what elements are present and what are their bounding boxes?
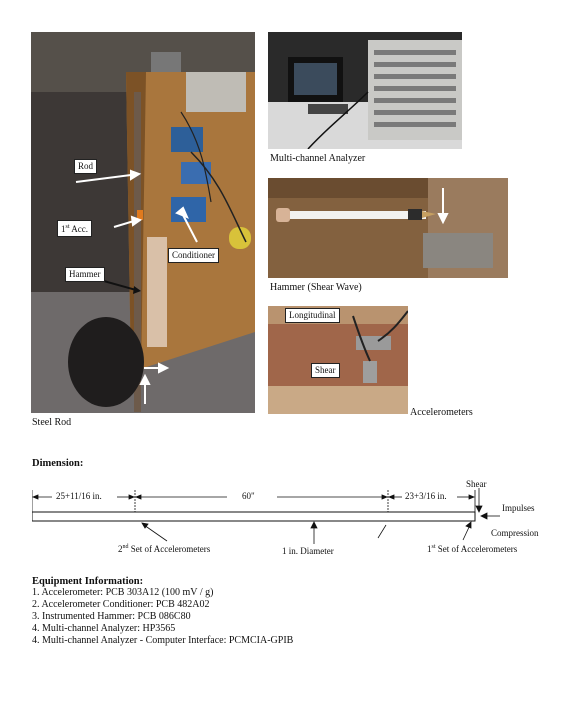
- rod-dimension-drawing: [31, 488, 500, 544]
- accelerometers-caption: Accelerometers: [410, 407, 473, 418]
- rod-label: Rod: [74, 159, 98, 174]
- impulses-text: Impulses: [502, 503, 535, 513]
- analyzer-caption: Multi-channel Analyzer: [270, 153, 366, 164]
- hammer-scene: [268, 178, 508, 278]
- hammer-label: Hammer: [65, 267, 105, 282]
- shear-label: Shear: [311, 363, 340, 378]
- analyzer-scene: [268, 32, 462, 149]
- equipment-section: Equipment Information: 1. Accelerometer:…: [32, 576, 293, 647]
- steel-rod-photo: Rod 1st Acc. Hammer Conditioner: [31, 32, 255, 413]
- diameter-label: 1 in. Diameter: [282, 546, 334, 556]
- dimension-heading: Dimension:: [32, 458, 84, 469]
- equipment-item: 4. Multi-channel Analyzer: HP3565: [32, 623, 176, 634]
- analyzer-photo: [268, 32, 462, 149]
- steel-rod-scene: [31, 32, 255, 413]
- middle-length-label: 60": [242, 491, 255, 501]
- rod-outline: [31, 511, 476, 522]
- accelerometers-photo: Longitudinal Shear: [268, 306, 408, 414]
- steel-rod-caption: Steel Rod: [32, 417, 72, 428]
- equipment-item: 4. Multi-channel Analyzer - Computer Int…: [32, 635, 294, 646]
- longitudinal-label: Longitudinal: [285, 308, 340, 323]
- equipment-item: 3. Instrumented Hammer: PCB 086C80: [32, 611, 191, 622]
- conditioner-label: Conditioner: [168, 248, 219, 263]
- hammer-caption: Hammer (Shear Wave): [270, 282, 362, 293]
- left-length-label: 25+11/16 in.: [56, 491, 102, 501]
- equipment-item: 1. Accelerometer: PCB 303A12 (100 mV / g…: [32, 587, 214, 598]
- compression-text: Compression: [491, 528, 539, 538]
- equipment-heading: Equipment Information:: [32, 576, 144, 587]
- first-acc-label: 1st Acc.: [57, 220, 93, 237]
- dimension-diagram: 25+11/16 in. 60" 23+3/16 in. Shear Impul…: [31, 478, 552, 558]
- equipment-item: 2. Accelerometer Conditioner: PCB 482A02: [32, 599, 210, 610]
- hammer-photo: [268, 178, 508, 278]
- second-set-label: 2nd Set of Accelerometers: [118, 544, 211, 554]
- right-length-label: 23+3/16 in.: [405, 491, 447, 501]
- first-set-label: 1st Set of Accelerometers: [427, 544, 518, 554]
- shear-text: Shear: [466, 479, 487, 489]
